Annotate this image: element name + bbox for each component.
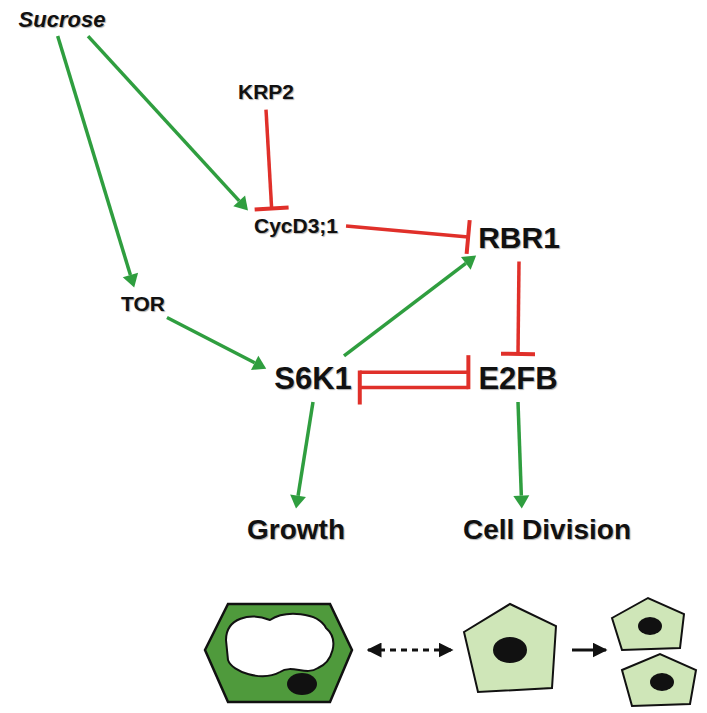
connector-line (167, 318, 255, 363)
node-label: E2FB (478, 362, 557, 396)
node-text: Cell Division (463, 515, 631, 546)
node-label: S6K1 (274, 362, 352, 396)
arrowhead (461, 256, 476, 270)
inhibition-bar (467, 220, 470, 254)
inhibition-bar (358, 371, 362, 405)
inhibition-bar (501, 352, 535, 356)
connector (88, 36, 248, 210)
connector (360, 371, 469, 405)
node-text: Growth (247, 515, 345, 546)
node-text: CycD3;1 (254, 214, 338, 237)
connector (58, 36, 138, 287)
nucleus (287, 673, 317, 695)
nucleus (638, 617, 662, 635)
node-label: TOR (121, 292, 165, 315)
connector (290, 402, 313, 509)
node-text: RBR1 (478, 221, 560, 254)
division-arrow (572, 649, 606, 652)
connector-line (58, 36, 131, 275)
connector (344, 256, 476, 356)
node-text: Sucrose (19, 8, 106, 32)
connector (167, 318, 266, 370)
connector (501, 262, 535, 355)
growing-cell (205, 604, 352, 702)
connector (360, 355, 469, 389)
nucleus (493, 637, 527, 663)
node-label: Growth (247, 515, 345, 546)
node-label: CycD3;1 (254, 214, 338, 237)
daughter-cell (622, 654, 696, 706)
node-label: Cell Division (463, 515, 631, 546)
connector-line (518, 402, 521, 496)
transition-arrow (368, 649, 452, 652)
connector-line (360, 386, 469, 390)
arrowhead (251, 356, 266, 370)
dividing-cell (464, 604, 556, 692)
connector (255, 110, 289, 210)
connector-line (344, 263, 466, 356)
inhibition-bar (255, 207, 289, 209)
arrowhead (123, 273, 138, 288)
node-text: E2FB (478, 362, 557, 396)
connector-line (266, 110, 272, 209)
arrowhead (513, 495, 529, 508)
node-text: KRP2 (238, 80, 294, 103)
inhibition-bar (466, 355, 470, 389)
node-label: RBR1 (478, 221, 560, 254)
daughter-cell (612, 598, 684, 650)
connector-line (88, 36, 239, 201)
connector (513, 402, 529, 509)
connector (346, 220, 470, 254)
connector-line (360, 370, 469, 374)
connector-line (346, 226, 468, 237)
node-label: Sucrose (19, 8, 106, 32)
arrowhead (233, 195, 248, 210)
node-text: S6K1 (274, 362, 352, 396)
vacuole (226, 614, 333, 676)
node-label: KRP2 (238, 80, 294, 103)
node-text: TOR (121, 292, 165, 315)
connector-line (518, 262, 519, 354)
arrowhead (290, 495, 306, 509)
connector-line (298, 402, 313, 496)
nucleus (650, 673, 674, 691)
